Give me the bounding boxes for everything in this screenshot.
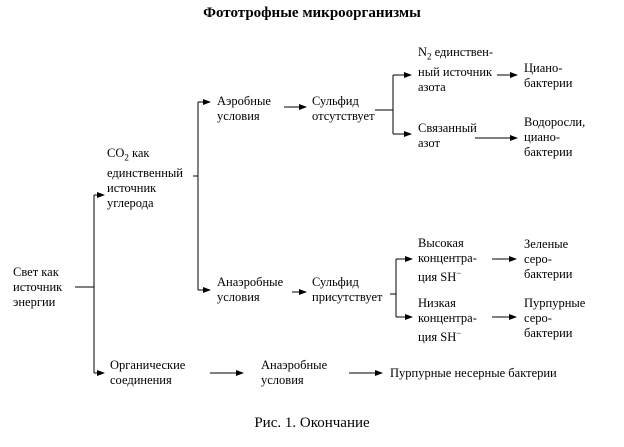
node-co2-carbon: CO2 как единственный источник углерода xyxy=(107,146,183,210)
node-cyanobacteria: Циано- бактерии xyxy=(524,61,573,90)
node-sulfide-present: Сульфид присутствует xyxy=(312,275,383,304)
node-bound-nitrogen: Связанный азот xyxy=(418,121,477,150)
node-n2-nitrogen: N2 единствен- ный источник азота xyxy=(418,45,494,94)
node-light-energy: Свет как источник энергии xyxy=(13,265,63,309)
node-aerobic: Аэробные условия xyxy=(217,94,271,123)
node-green-sulfur-bacteria: Зеленые серо- бактерии xyxy=(524,237,573,281)
node-low-sh: Низкая концентра- ция SH− xyxy=(418,296,477,345)
figure-caption: Рис. 1. Окончание xyxy=(254,415,370,431)
node-anaerobic-bottom: Анаэробные условия xyxy=(261,358,328,387)
node-organic: Органические соединения xyxy=(110,358,186,387)
node-purple-nonsulfur-bacteria: Пурпурные несерные бактерии xyxy=(390,366,557,380)
node-purple-sulfur-bacteria: Пурпурные серо- бактерии xyxy=(524,296,586,340)
node-sulfide-absent: Сульфид отсутствует xyxy=(312,94,375,123)
node-algae-cyanobacteria: Водоросли, циано- бактерии xyxy=(524,115,586,159)
node-high-sh: Высокая концентра- ция SH− xyxy=(418,236,477,285)
diagram-title: Фототрофные микроорганизмы xyxy=(203,5,421,21)
node-anaerobic: Анаэробные условия xyxy=(217,275,284,304)
